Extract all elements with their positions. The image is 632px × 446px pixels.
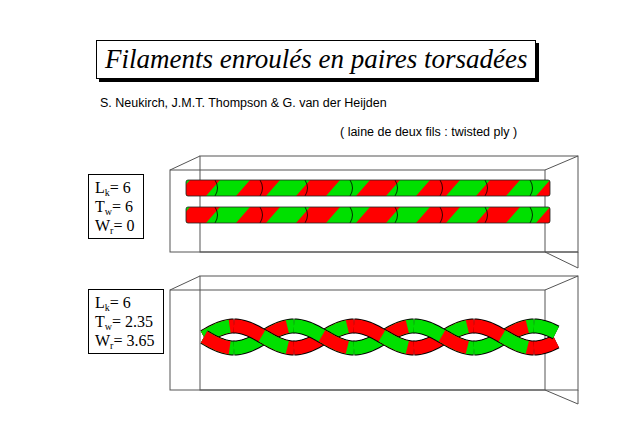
filament-part [476, 180, 520, 196]
filament-part [296, 207, 340, 223]
filament-part [186, 207, 220, 223]
filament-part [414, 326, 474, 348]
filament-part [186, 207, 550, 223]
filament-part [294, 326, 354, 348]
rod [186, 180, 550, 196]
filament-part [350, 207, 353, 223]
filament-part [294, 326, 354, 348]
twisted-ply [204, 326, 556, 348]
filament-part [186, 207, 550, 223]
subtitle-note: ( laine de deux fils : twisted ply ) [340, 125, 517, 139]
filament-part [294, 326, 354, 348]
filament-part [485, 180, 488, 196]
filament-part [354, 326, 414, 348]
straight-filaments [176, 180, 580, 223]
filament-part [534, 326, 556, 333]
filament-part [440, 207, 443, 223]
filament-part [186, 180, 220, 196]
rod [186, 207, 550, 223]
invariant-value: Tw= 2.35 [95, 312, 157, 331]
filament-part [416, 207, 460, 223]
filament-part [204, 337, 234, 348]
filament-part [414, 326, 474, 348]
filament-part [530, 180, 533, 196]
invariant-value: Tw= 6 [95, 197, 137, 216]
filament-part [234, 326, 294, 348]
filament-part [534, 342, 556, 349]
filament-part [354, 326, 414, 348]
filament-part [474, 326, 534, 348]
filament-part [305, 180, 308, 196]
filament-part [215, 180, 218, 196]
invariant-value: Lk= 6 [95, 178, 137, 197]
filament-part [395, 180, 398, 196]
filament-part [294, 326, 354, 348]
filament-part [350, 180, 353, 196]
filament-part [305, 207, 308, 223]
filament-part [416, 180, 460, 196]
filament-part [204, 337, 234, 348]
filament-part [414, 326, 474, 348]
filament-part [294, 326, 354, 348]
filament-part [215, 207, 218, 223]
filament-part [534, 326, 556, 333]
invariant-box: Lk= 6Tw= 2.35Wr= 3.65 [88, 289, 164, 354]
filament-part [414, 326, 474, 348]
filament-part [236, 207, 280, 223]
filament-part [234, 326, 294, 348]
filament-part [354, 326, 414, 348]
author-line: S. Neukirch, J.M.T. Thompson & G. van de… [100, 96, 387, 110]
filament-part [294, 326, 354, 348]
filament-part [354, 326, 414, 348]
filament-part [356, 180, 400, 196]
filament-part [534, 342, 556, 349]
filament-part [474, 326, 534, 348]
filament-part [296, 180, 340, 196]
box-frame [170, 156, 578, 268]
invariant-value: Wr= 3.65 [95, 331, 157, 350]
filament-part [234, 326, 294, 348]
filament-part [474, 326, 534, 348]
filament-part [530, 207, 533, 223]
filament-part [414, 326, 474, 348]
filament-part [356, 207, 400, 223]
filament-part [234, 326, 294, 348]
filament-part [186, 180, 550, 196]
filament-part [234, 326, 294, 348]
filament-part [534, 342, 556, 349]
filament-part [476, 207, 520, 223]
filament-part [474, 326, 534, 348]
filament-part [474, 326, 534, 348]
filament-part [354, 326, 414, 348]
filament-part [186, 180, 550, 196]
title-box: Filaments enroulés en paires torsadées [96, 40, 536, 79]
filament-part [536, 180, 550, 196]
filament-part [474, 326, 534, 348]
invariant-value: Wr= 0 [95, 216, 137, 235]
box-frame [170, 276, 578, 404]
filament-part [260, 207, 263, 223]
filament-part [414, 326, 474, 348]
invariant-box: Lk= 6Tw= 6Wr= 0 [88, 174, 144, 239]
filament-part [440, 180, 443, 196]
filament-part [534, 326, 556, 333]
filament-part [234, 326, 294, 348]
filament-part [354, 326, 414, 348]
filament-part [485, 207, 488, 223]
filament-part [204, 337, 234, 348]
invariant-value: Lk= 6 [95, 293, 157, 312]
filament-part [236, 180, 280, 196]
filament-part [260, 180, 263, 196]
filament-part [536, 207, 550, 223]
filament-part [395, 207, 398, 223]
